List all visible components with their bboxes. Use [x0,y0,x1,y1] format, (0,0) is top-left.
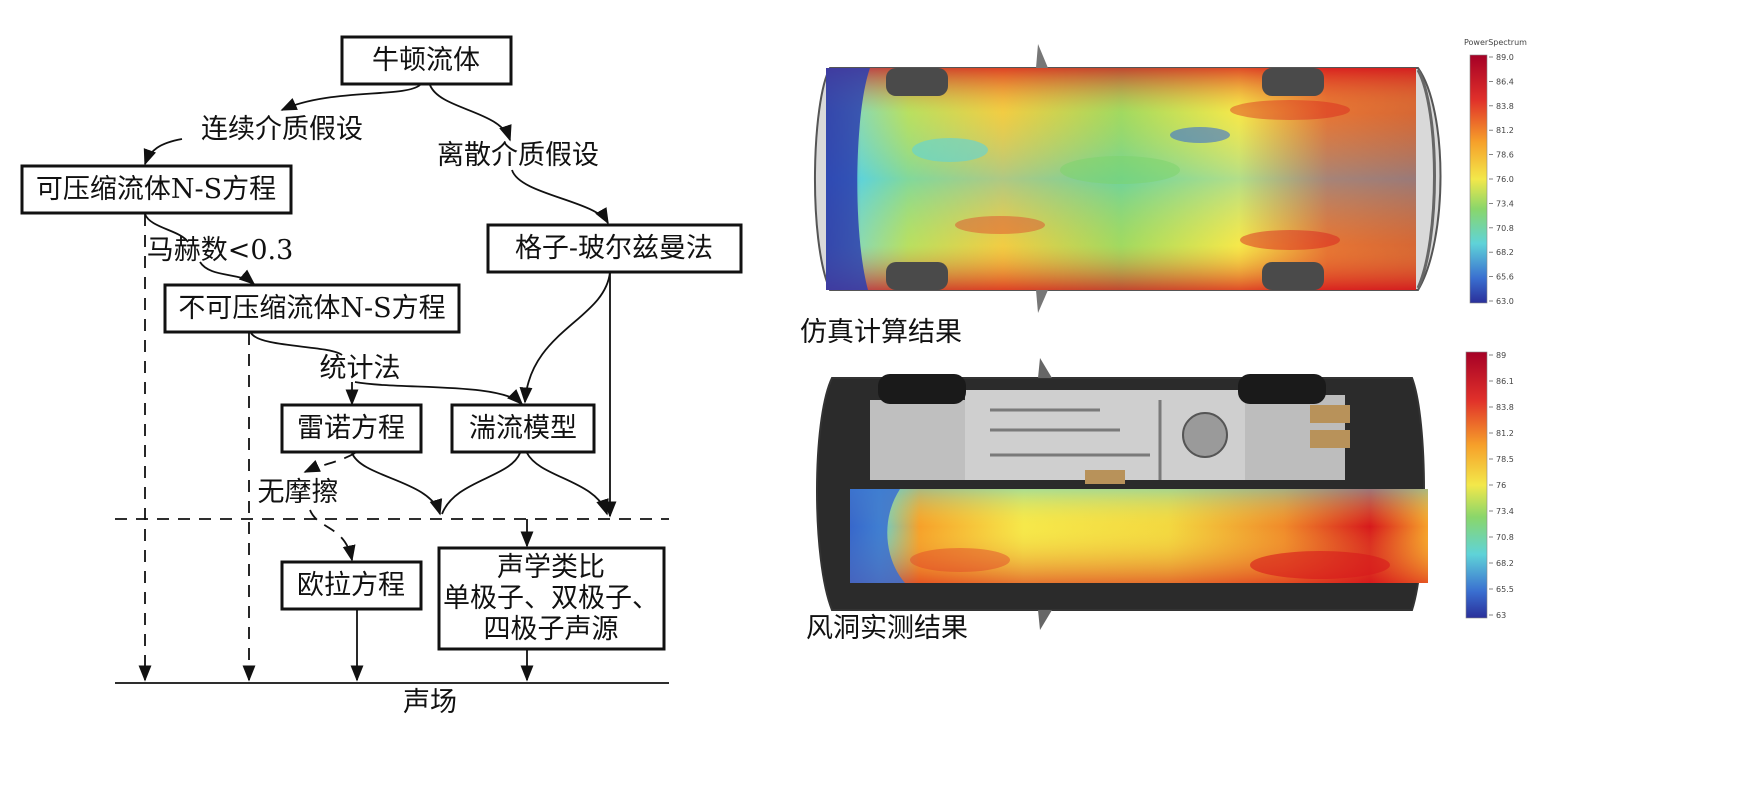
node-acoustic-analogy-line3: 四极子声源 [484,614,619,645]
label-discrete: 离散介质假设 [437,140,599,171]
node-euler-eq-text: 欧拉方程 [297,570,405,601]
node-incompressible-ns-text: 不可压缩流体N-S方程 [178,293,445,324]
wt-scale-tick-label: 65.5 [1496,585,1514,594]
wt-scale-tick-label: 78.5 [1496,455,1514,464]
sim-scale-tick-label: 70.8 [1496,224,1514,233]
sim-scale-tick-label: 78.6 [1496,151,1514,160]
wt-color-scale: 89 86.1 83.8 81.2 78.5 76 73.4 70.8 68.2 65.5 63 [1465,351,1514,620]
simulation-caption: 仿真计算结果 [800,317,962,348]
label-sound-field: 声场 [403,687,457,718]
node-euler-eq: 欧拉方程 [280,560,423,611]
wt-scale-tick-label: 73.4 [1496,507,1514,516]
node-lattice-boltzmann-text: 格子-玻尔兹曼法 [515,233,713,264]
sim-scale-tick-label: 73.4 [1496,199,1514,208]
node-incompressible-ns: 不可压缩流体N-S方程 [163,283,461,334]
node-reynolds-eq-text: 雷诺方程 [297,413,405,444]
sim-scale-tick-label: 63.0 [1496,297,1514,306]
node-acoustic-analogy-line2: 单极子、双极子、 [443,583,659,614]
simulation-result-figure: 仿真计算结果 PowerSpectrum 89.0 86.4 83.8 81.2 78.… [800,38,1527,348]
sim-scale-tick-label: 81.2 [1496,126,1514,135]
node-reynolds-eq: 雷诺方程 [280,403,423,454]
wt-scale-tick-label: 68.2 [1496,559,1514,568]
node-newtonian-fluid-text: 牛顿流体 [372,45,480,76]
sim-scale-tick-label: 83.8 [1496,102,1514,111]
node-acoustic-analogy-line1: 声学类比 [497,552,605,583]
sim-scale-tick-label: 86.4 [1496,77,1514,86]
node-acoustic-analogy: 声学类比 单极子、双极子、 四极子声源 [437,546,666,651]
flow-dashed-connectors [115,214,669,682]
wt-scale-tick-label: 70.8 [1496,533,1514,542]
sim-scale-tick-label: 76.0 [1496,175,1514,184]
sim-wheels [886,68,1324,290]
wt-scale-tick-label: 89 [1496,351,1506,360]
node-compressible-ns-text: 可压缩流体N-S方程 [36,174,276,205]
wt-scale-tick-label: 83.8 [1496,403,1514,412]
node-compressible-ns: 可压缩流体N-S方程 [20,164,293,215]
label-statistics: 统计法 [320,353,401,384]
wt-wheels [878,374,1326,404]
node-newtonian-fluid: 牛顿流体 [340,35,513,86]
node-turbulence-model: 湍流模型 [450,403,596,454]
windtunnel-result-figure: 风洞实测结果 89 86.1 83.8 81.2 78.5 76 73.4 70.8 68.2 6… [806,351,1514,644]
sim-car-body [814,44,1442,313]
flow-connectors [115,84,669,684]
label-continuum: 连续介质假设 [201,114,363,145]
node-lattice-boltzmann: 格子-玻尔兹曼法 [486,223,743,274]
sim-color-scale: PowerSpectrum 89.0 86.4 83.8 81.2 78.6 76.0 73… [1464,38,1527,306]
label-frictionless: 无摩擦 [258,477,339,508]
sim-scale-tick-label: 68.2 [1496,248,1514,257]
wt-scale-tick-label: 76 [1496,481,1506,490]
wt-scale-tick-label: 86.1 [1496,377,1514,386]
sim-scale-tick-label: 89.0 [1496,53,1514,62]
wt-scale-tick-label: 63 [1496,611,1506,620]
node-turbulence-model-text: 湍流模型 [469,413,577,444]
sim-scale-ticks: 89.0 86.4 83.8 81.2 78.6 76.0 73.4 70.8 68.2 65.6… [1489,53,1514,306]
sim-scale-title: PowerSpectrum [1464,38,1527,47]
sim-scale-tick-label: 65.6 [1496,273,1514,282]
windtunnel-caption: 风洞实测结果 [806,613,968,644]
label-mach: 马赫数<0.3 [147,235,294,266]
wt-scale-ticks: 89 86.1 83.8 81.2 78.5 76 73.4 70.8 68.2 65.5 63 [1489,351,1514,620]
wt-scale-tick-label: 81.2 [1496,429,1514,438]
flowchart: 牛顿流体 可压缩流体N-S方程 格子-玻尔兹曼法 不可压缩流体N-S方程 雷诺方… [20,35,743,718]
